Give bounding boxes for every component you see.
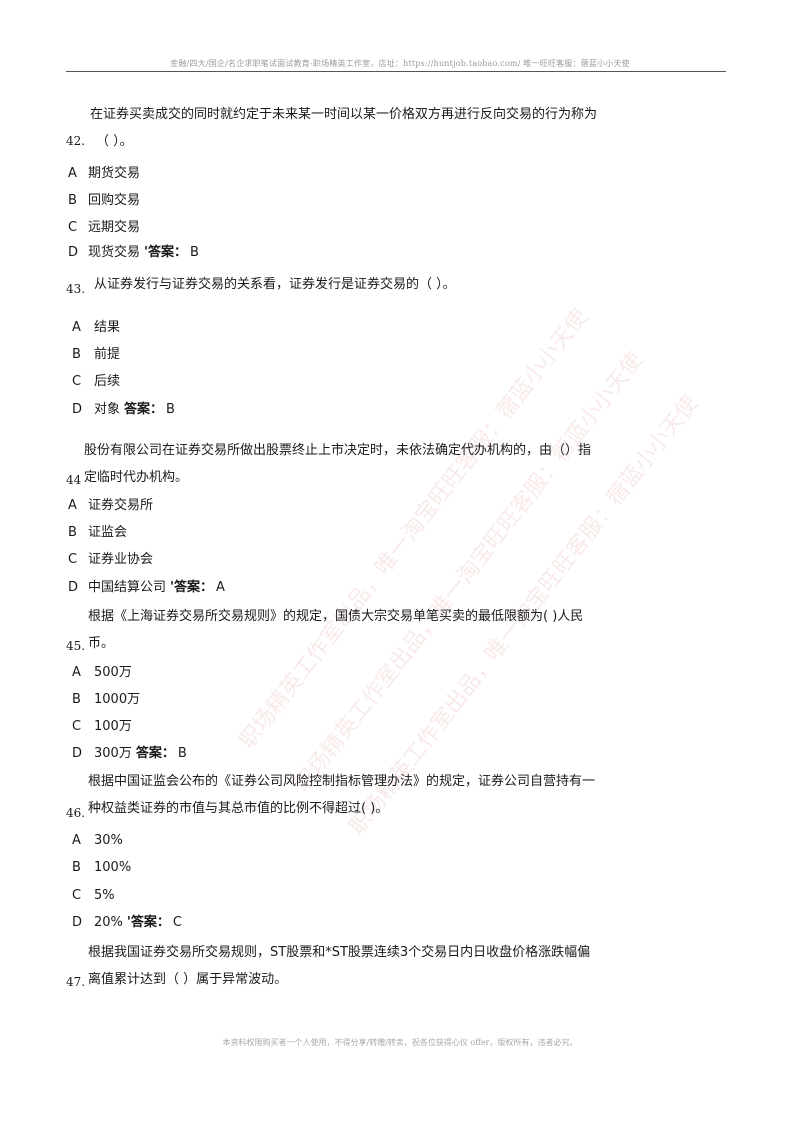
stem-line: 种权益类证券的市值与其总市值的比例不得超过( )。 [88,801,389,816]
question-number: 45. [66,639,86,653]
stem-line: 离值累计达到（ ）属于异常波动。 [88,972,288,987]
question-stem: 股份有限公司在证券交易所做出股票终止上市决定时，未依法确定代办机构的，由（）指 … [84,437,591,491]
page-header: 金融/四大/国企/名企求职笔试面试教育-职场精英工作室，店址：https://h… [170,59,630,68]
question-number: 42. [66,134,86,148]
answer-value: B [177,746,187,761]
answer-label: '答案： [170,580,213,595]
question-stem: 根据中国证监会公布的《证券公司风险控制指标管理办法》的规定，证券公司自营持有一 … [88,768,595,822]
question-number: 43. [66,282,86,296]
question-stem: 在证券买卖成交的同时就约定于未来某一时间以某一价格双方再进行反向交易的行为称为 … [90,101,597,155]
stem-line: 根据《上海证券交易所交易规则》的规定，国债大宗交易单笔买卖的最低限额为( )人民 [88,609,584,624]
question-stem: 从证券发行与证券交易的关系看，证券发行是证券交易的（ ）。 [94,271,456,298]
answer-value: B [190,245,199,260]
stem-line: （ ）。 [96,134,133,149]
stem-line: 在证券买卖成交的同时就约定于未来某一时间以某一价格双方再进行反向交易的行为称为 [90,107,598,122]
question-number: 44 [66,473,82,487]
answer-label: '答案： [126,915,170,930]
question-number: 46. [66,806,86,820]
stem-line: 从证券发行与证券交易的关系看，证券发行是证券交易的（ ）。 [94,277,456,292]
answer-label: 答案： [135,746,175,761]
answer-label: '答案： [144,245,187,260]
answer-label: 答案： [124,402,164,417]
stem-line: 定临时代办机构。 [84,470,189,485]
watermark-line: 职场精英工作室出品，唯一淘宝旺旺客服：蓿蓝小小天使 [289,347,649,797]
stem-line: 币。 [88,636,115,651]
stem-line: 根据我国证券交易所交易规则，ST股票和*ST股票连续3个交易日内日收盘价格涨跌幅… [88,945,591,960]
stem-line: 根据中国证监会公布的《证券公司风险控制指标管理办法》的规定，证券公司自营持有一 [88,774,596,789]
stem-line: 股份有限公司在证券交易所做出股票终止上市决定时，未依法确定代办机构的，由（）指 [84,443,592,458]
answer-value: C [172,915,182,930]
question-stem: 根据《上海证券交易所交易规则》的规定，国债大宗交易单笔买卖的最低限额为( )人民… [88,603,583,657]
answer-value: B [166,402,175,417]
header-divider [66,71,726,72]
watermark-line: 职场精英工作室出品，唯一淘宝旺旺客服：蓿蓝小小天使 [234,304,594,754]
page-footer: 本资料权限购买者一个人使用，不得分享/转赠/转卖，祝各位获得心仪 offer，版… [222,1038,578,1047]
question-stem: 根据我国证券交易所交易规则，ST股票和*ST股票连续3个交易日内日收盘价格涨跌幅… [88,939,590,993]
answer-value: A [216,580,225,595]
question-number: 47. [66,975,86,989]
